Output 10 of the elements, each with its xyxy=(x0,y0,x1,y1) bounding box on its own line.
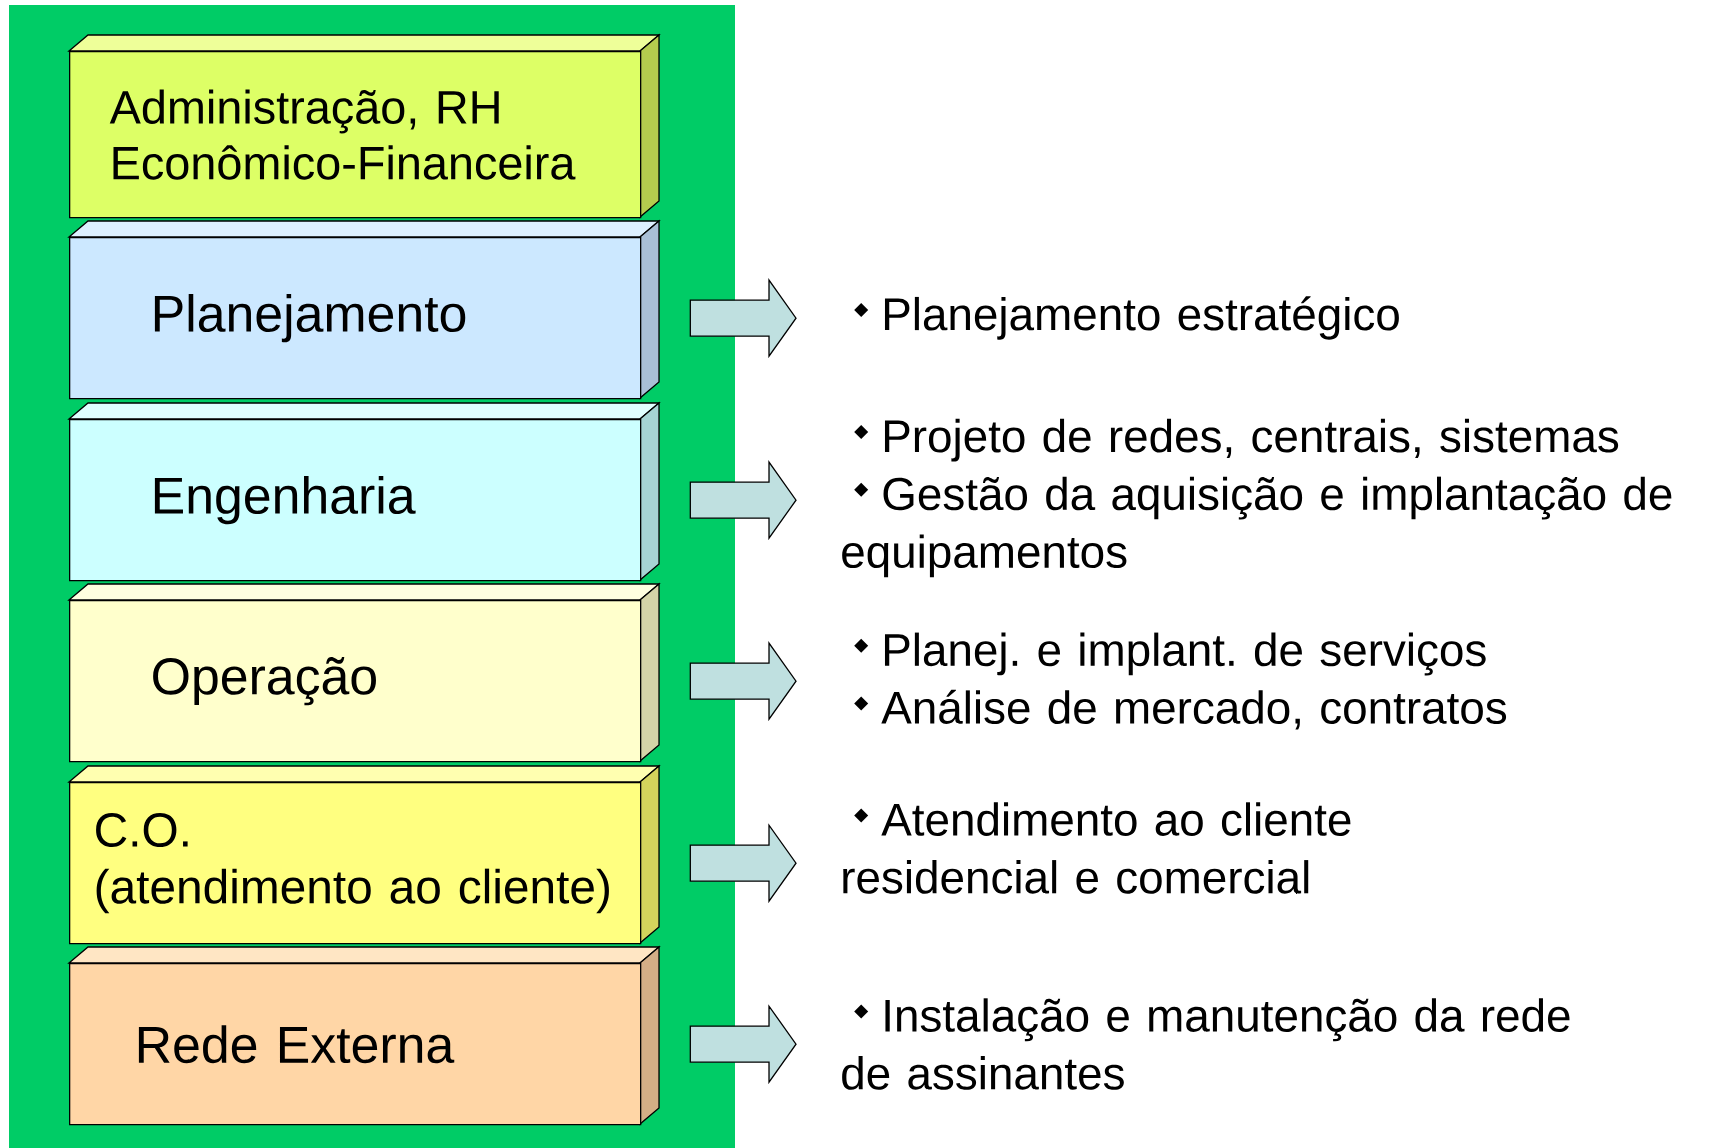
block-arrow xyxy=(689,278,797,359)
block-arrow xyxy=(689,1004,797,1085)
bullet-text: Instalação e manutenção da rede de assinantes xyxy=(842,998,1570,1090)
bullet-text: Planejamento estratégico xyxy=(854,296,1399,340)
bullet-text: Projeto de redes, centrais, sistemas Gestão da aquisição e implantação de equipamentos xyxy=(842,418,1672,578)
bullet-text: Atendimento ao cliente residencial e comercial xyxy=(843,802,1351,894)
bullet-text: Planej. e implant. de serviços Análise de mercado, contratos xyxy=(854,632,1507,730)
block-arrow xyxy=(689,823,797,904)
block-arrow xyxy=(689,460,797,541)
block-arrow xyxy=(689,641,797,722)
